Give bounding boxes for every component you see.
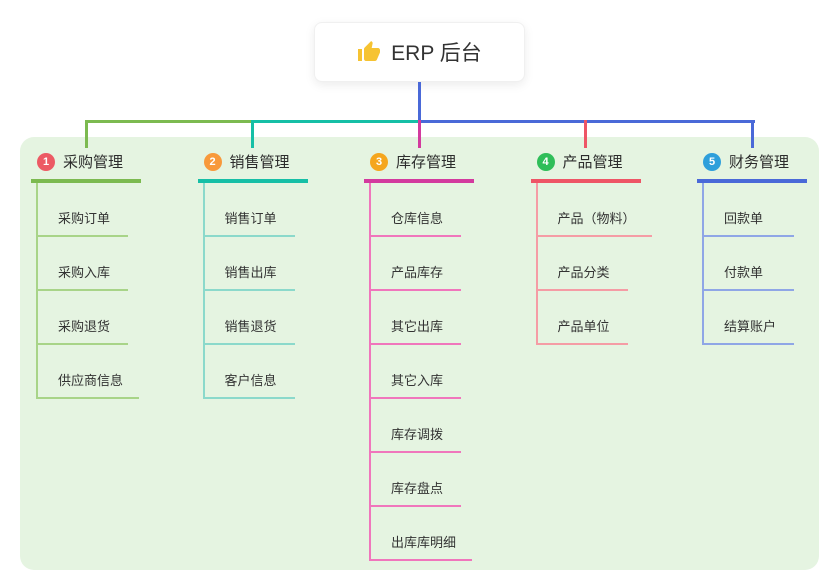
subtopic-node[interactable]: 其它出库 — [371, 291, 461, 345]
subtopic-label: 库存盘点 — [391, 481, 444, 496]
branch-number-badge: 1 — [37, 152, 55, 171]
branch-topic-label: 财务管理 — [729, 154, 790, 171]
branch-drop-line-3 — [417, 120, 421, 148]
subtopic-node[interactable]: 销售退货 — [204, 291, 295, 345]
subtopic-label: 付款单 — [724, 265, 764, 280]
thumbs-up-icon — [358, 41, 381, 61]
trunk-segment-3 — [419, 120, 755, 123]
subtopic-node[interactable]: 采购订单 — [38, 183, 128, 237]
branch-items: 仓库信息产品库存其它出库其它入库库存调拨库存盘点出库库明细 — [369, 183, 514, 561]
subtopic-label: 产品库存 — [391, 265, 444, 280]
subtopic-node[interactable]: 出库库明细 — [371, 507, 473, 561]
branch-2: 2 销售管理销售订单销售出库销售退货客户信息 — [197, 148, 348, 399]
branch-drop-line-4 — [584, 120, 587, 148]
subtopic-node[interactable]: 销售出库 — [204, 237, 295, 291]
branch-1: 1 采购管理采购订单采购入库采购退货供应商信息 — [31, 148, 181, 399]
branch-3: 3 库存管理仓库信息产品库存其它出库其它入库库存调拨库存盘点出库库明细 — [364, 148, 514, 561]
subtopic-label: 销售订单 — [224, 211, 277, 226]
subtopic-node[interactable]: 回款单 — [704, 183, 794, 237]
branch-topic-label: 销售管理 — [229, 154, 290, 171]
subtopic-node[interactable]: 库存盘点 — [371, 453, 461, 507]
subtopic-node[interactable]: 产品单位 — [537, 291, 628, 345]
subtopic-node[interactable]: 产品库存 — [371, 237, 461, 291]
subtopic-label: 销售出库 — [224, 265, 277, 280]
root-node-erp[interactable]: ERP 后台 — [314, 22, 525, 82]
subtopic-node[interactable]: 供应商信息 — [38, 345, 140, 399]
branch-items: 销售订单销售出库销售退货客户信息 — [202, 183, 348, 399]
subtopic-label: 销售退货 — [224, 319, 277, 334]
subtopic-node[interactable]: 销售订单 — [204, 183, 295, 237]
subtopic-node[interactable]: 采购退货 — [38, 291, 128, 345]
branch-drop-line-5 — [750, 120, 754, 148]
branches-background-panel — [20, 137, 819, 570]
subtopic-label: 采购入库 — [58, 265, 111, 280]
subtopic-node[interactable]: 客户信息 — [204, 345, 295, 399]
branch-topic-label: 产品管理 — [562, 154, 623, 171]
branch-topic-3[interactable]: 3 库存管理 — [364, 148, 474, 183]
subtopic-node[interactable]: 结算账户 — [704, 291, 794, 345]
branch-topic-1[interactable]: 1 采购管理 — [31, 148, 141, 183]
subtopic-label: 供应商信息 — [58, 373, 124, 388]
subtopic-node[interactable]: 库存调拨 — [371, 399, 461, 453]
subtopic-label: 采购订单 — [58, 211, 111, 226]
subtopic-label: 产品单位 — [557, 319, 610, 334]
branch-drop-line-1 — [84, 120, 88, 148]
subtopic-label: 出库库明细 — [391, 535, 457, 550]
subtopic-label: 回款单 — [724, 211, 764, 226]
subtopic-node[interactable]: 付款单 — [704, 237, 794, 291]
subtopic-label: 结算账户 — [724, 319, 777, 334]
branch-number-badge: 2 — [203, 152, 222, 171]
subtopic-node[interactable]: 仓库信息 — [371, 183, 461, 237]
branch-number-badge: 5 — [703, 152, 721, 171]
branch-items: 产品（物料） 产品分类产品单位 — [535, 183, 681, 345]
branch-number-badge: 4 — [536, 152, 555, 171]
subtopic-label: 库存调拨 — [391, 427, 444, 442]
branch-topic-4[interactable]: 4 产品管理 — [530, 148, 641, 183]
branch-number-badge: 3 — [370, 152, 388, 171]
subtopic-node[interactable]: 产品分类 — [537, 237, 628, 291]
trunk-segment-1 — [86, 120, 256, 123]
branch-drop-line-2 — [251, 120, 254, 148]
subtopic-label: 客户信息 — [224, 373, 277, 388]
branch-items: 采购订单采购入库采购退货供应商信息 — [36, 183, 181, 399]
subtopic-node[interactable]: 产品（物料） — [537, 183, 652, 237]
branch-topic-5[interactable]: 5 财务管理 — [697, 148, 807, 183]
branch-topic-label: 采购管理 — [63, 154, 124, 171]
branch-topic-label: 库存管理 — [396, 154, 457, 171]
trunk-segment-2 — [252, 120, 422, 123]
subtopic-label: 其它入库 — [391, 373, 444, 388]
subtopic-label: 产品分类 — [557, 265, 610, 280]
subtopic-node[interactable]: 采购入库 — [38, 237, 128, 291]
branch-topic-2[interactable]: 2 销售管理 — [197, 148, 308, 183]
root-stem-line — [417, 82, 421, 123]
branch-5: 5 财务管理回款单付款单结算账户 — [697, 148, 839, 345]
subtopic-label: 仓库信息 — [391, 211, 444, 226]
root-node-title: ERP 后台 — [391, 42, 482, 65]
subtopic-label: 产品（物料） — [557, 211, 636, 226]
subtopic-label: 其它出库 — [391, 319, 444, 334]
subtopic-node[interactable]: 其它入库 — [371, 345, 461, 399]
subtopic-label: 采购退货 — [58, 319, 111, 334]
branch-4: 4 产品管理产品（物料） 产品分类产品单位 — [530, 148, 681, 345]
branch-items: 回款单付款单结算账户 — [702, 183, 839, 345]
